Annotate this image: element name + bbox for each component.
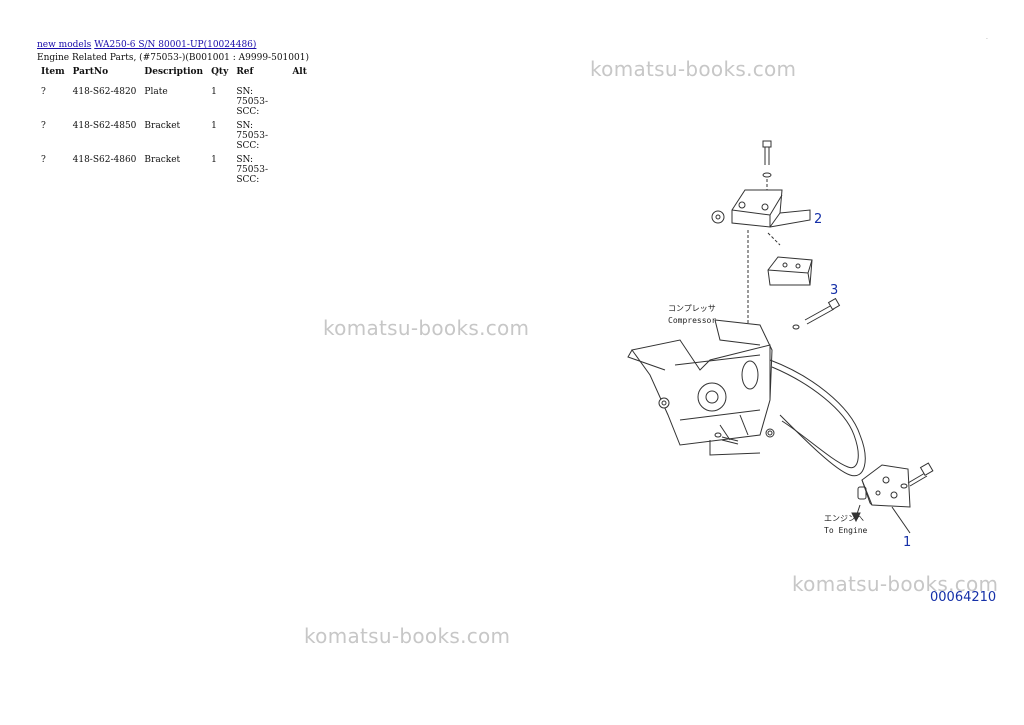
callout-2: 2 — [814, 212, 822, 227]
bolt-top — [762, 140, 772, 178]
callout-3: 3 — [830, 283, 838, 298]
table-row: ? 418-S62-4820 Plate 1 SN: 75053-SCC: — [37, 85, 311, 119]
col-ref: Ref — [236, 67, 254, 77]
cell-partno: 418-S62-4820 — [72, 87, 137, 97]
col-description: Description — [144, 67, 204, 77]
cell-ref: SN: 75053-SCC: — [236, 121, 268, 151]
cell-description: Bracket — [144, 121, 181, 131]
bracket-3 — [767, 256, 813, 286]
breadcrumb-link-new-models[interactable]: new models — [37, 40, 92, 50]
page-subtitle: Engine Related Parts, (#75053-)(B001001 … — [37, 53, 309, 63]
breadcrumb-link-model[interactable]: WA250-6 S/N 80001-UP(10024486) — [94, 40, 257, 50]
cell-description: Plate — [144, 87, 168, 97]
col-partno: PartNo — [72, 67, 109, 77]
cell-alt — [288, 153, 311, 187]
watermark: komatsu-books.com — [323, 316, 530, 340]
col-qty: Qty — [211, 67, 229, 77]
cell-description: Bracket — [144, 155, 181, 165]
label-compressor: Compressor — [668, 316, 716, 325]
cell-ref: SN: 75053-SCC: — [236, 155, 268, 185]
col-item: Item — [41, 67, 65, 77]
table-row: ? 418-S62-4860 Bracket 1 SN: 75053-SCC: — [37, 153, 311, 187]
nut — [711, 210, 725, 224]
cell-alt — [288, 119, 311, 153]
cell-partno: 418-S62-4860 — [72, 155, 137, 165]
corner-mark: . — [986, 34, 988, 41]
cell-alt — [288, 85, 311, 119]
cell-item: ? — [41, 87, 46, 97]
compressor — [627, 319, 773, 446]
cell-qty: 1 — [211, 155, 217, 165]
watermark: komatsu-books.com — [590, 57, 797, 81]
table-row: ? 418-S62-4850 Bracket 1 SN: 75053-SCC: — [37, 119, 311, 153]
label-to-engine: To Engine — [824, 526, 868, 535]
table-header-row: Item PartNo Description Qty Ref Alt — [37, 66, 311, 85]
cell-item: ? — [41, 121, 46, 131]
parts-diagram: コンプレッサ Compressor エンジンへ To Engine 2 3 1 — [627, 140, 934, 550]
label-compressor-jp: コンプレッサ — [668, 304, 716, 313]
watermark: komatsu-books.com — [304, 624, 511, 648]
label-engine-jp: エンジンへ — [824, 514, 864, 523]
nut-left — [658, 397, 670, 409]
belt — [769, 359, 866, 477]
plate-1 — [857, 464, 911, 508]
bolt-side — [792, 297, 841, 330]
cell-item: ? — [41, 155, 46, 165]
bolt-plate — [900, 462, 934, 489]
cell-qty: 1 — [211, 121, 217, 131]
bracket-2 — [731, 189, 811, 228]
callout-1: 1 — [903, 535, 911, 550]
cell-ref: SN: 75053-SCC: — [236, 87, 268, 117]
bolt-lower — [714, 428, 775, 445]
col-alt: Alt — [292, 67, 307, 77]
cell-partno: 418-S62-4850 — [72, 121, 137, 131]
figure-id: 00064210 — [930, 590, 997, 605]
cell-qty: 1 — [211, 87, 217, 97]
watermark: komatsu-books.com — [792, 572, 999, 596]
parts-table: Item PartNo Description Qty Ref Alt ? 41… — [37, 66, 311, 187]
